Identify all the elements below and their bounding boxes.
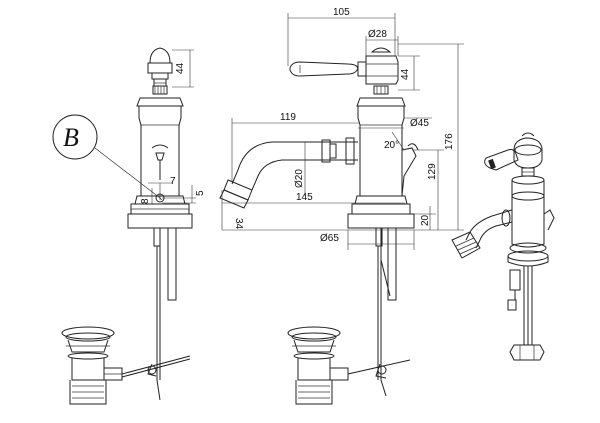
- left-drain: [61, 326, 191, 405]
- dim-145: 145: [296, 192, 313, 203]
- dim-176: 176: [444, 133, 455, 150]
- dim-5: 5: [195, 190, 206, 196]
- dim-44-left: 44: [175, 62, 186, 74]
- dim-20: 20: [420, 214, 431, 226]
- dim-28: Ø28: [368, 29, 387, 40]
- dim-8: 8: [140, 198, 151, 204]
- dim-105: 105: [333, 7, 350, 18]
- side-view: [219, 47, 419, 380]
- front-dimensions: [148, 49, 196, 204]
- side-drain: [287, 326, 411, 405]
- dim-20-degree: 20°: [384, 140, 399, 151]
- dim-129: 129: [427, 163, 438, 180]
- dim-119: 119: [280, 112, 296, 123]
- dim-65: Ø65: [320, 233, 339, 244]
- side-dimensions: [221, 13, 464, 250]
- dim-45: Ø45: [410, 118, 429, 129]
- dim-44-mid: 44: [400, 68, 411, 80]
- isometric-view: [451, 132, 555, 361]
- logo-letter: B: [63, 123, 79, 152]
- front-view: [52, 47, 193, 380]
- logo-bubble: [52, 114, 98, 160]
- dim-34: 34: [233, 218, 244, 230]
- dim-7: 7: [170, 176, 176, 187]
- dim-20-diameter: Ø20: [294, 169, 305, 188]
